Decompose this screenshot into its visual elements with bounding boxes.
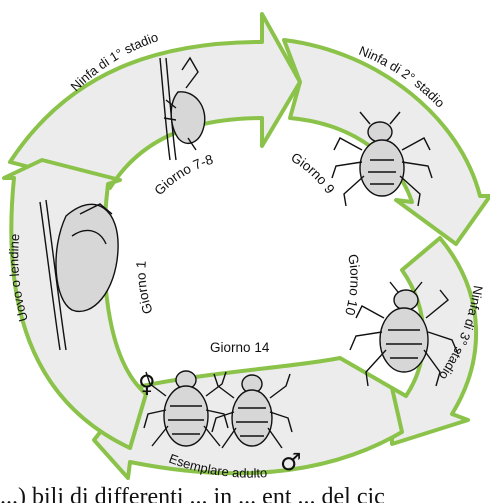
female-symbol: ♀: [138, 370, 156, 398]
day-label-14: Giorno 14: [210, 340, 270, 355]
day-label-1: Giorno 1: [133, 260, 155, 316]
day-label-7-8: Giorno 7-8: [151, 152, 214, 198]
day-label-10: Giorno 10: [342, 253, 363, 317]
cropped-caption-text: ...) bili di differenti ... in ... ent .…: [0, 482, 490, 503]
day-label-9: Giorno 9: [288, 150, 337, 197]
male-symbol: ♂: [280, 448, 302, 476]
